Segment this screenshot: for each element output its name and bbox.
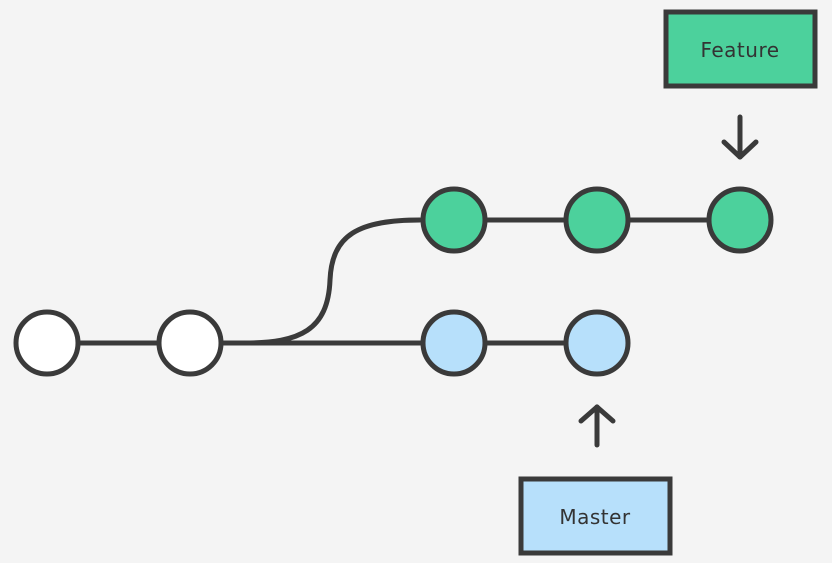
- feature-commits: [420, 186, 774, 254]
- base-commit-2: [156, 309, 224, 377]
- base-commit-1: [13, 309, 81, 377]
- master-commit-2: [563, 309, 631, 377]
- feature-commit-3: [706, 186, 774, 254]
- master-label-text: Master: [559, 505, 631, 529]
- master-commits: [420, 309, 631, 377]
- feature-commit-2: [563, 186, 631, 254]
- master-label-box: [518, 476, 673, 556]
- commit-edges: [75, 217, 711, 346]
- edge-branch-curve-to-feature: [242, 217, 423, 346]
- feature-label-box: [663, 9, 818, 89]
- base-commits: [13, 309, 224, 377]
- master-arrow-up-icon: [578, 404, 616, 448]
- feature-branch-label: Feature: [663, 9, 818, 89]
- feature-commit-1: [420, 186, 488, 254]
- feature-arrow-down-icon: [721, 114, 759, 160]
- master-branch-label: Master: [518, 476, 673, 556]
- feature-label-text: Feature: [700, 38, 779, 62]
- master-commit-1: [420, 309, 488, 377]
